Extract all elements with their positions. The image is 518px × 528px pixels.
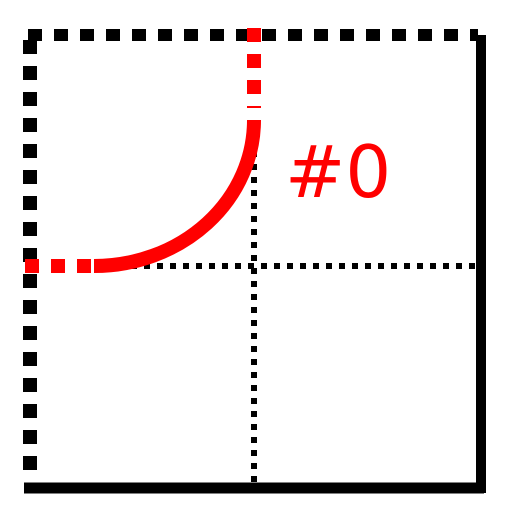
connector-arc	[93, 119, 261, 273]
tile-label: #0	[285, 130, 391, 214]
